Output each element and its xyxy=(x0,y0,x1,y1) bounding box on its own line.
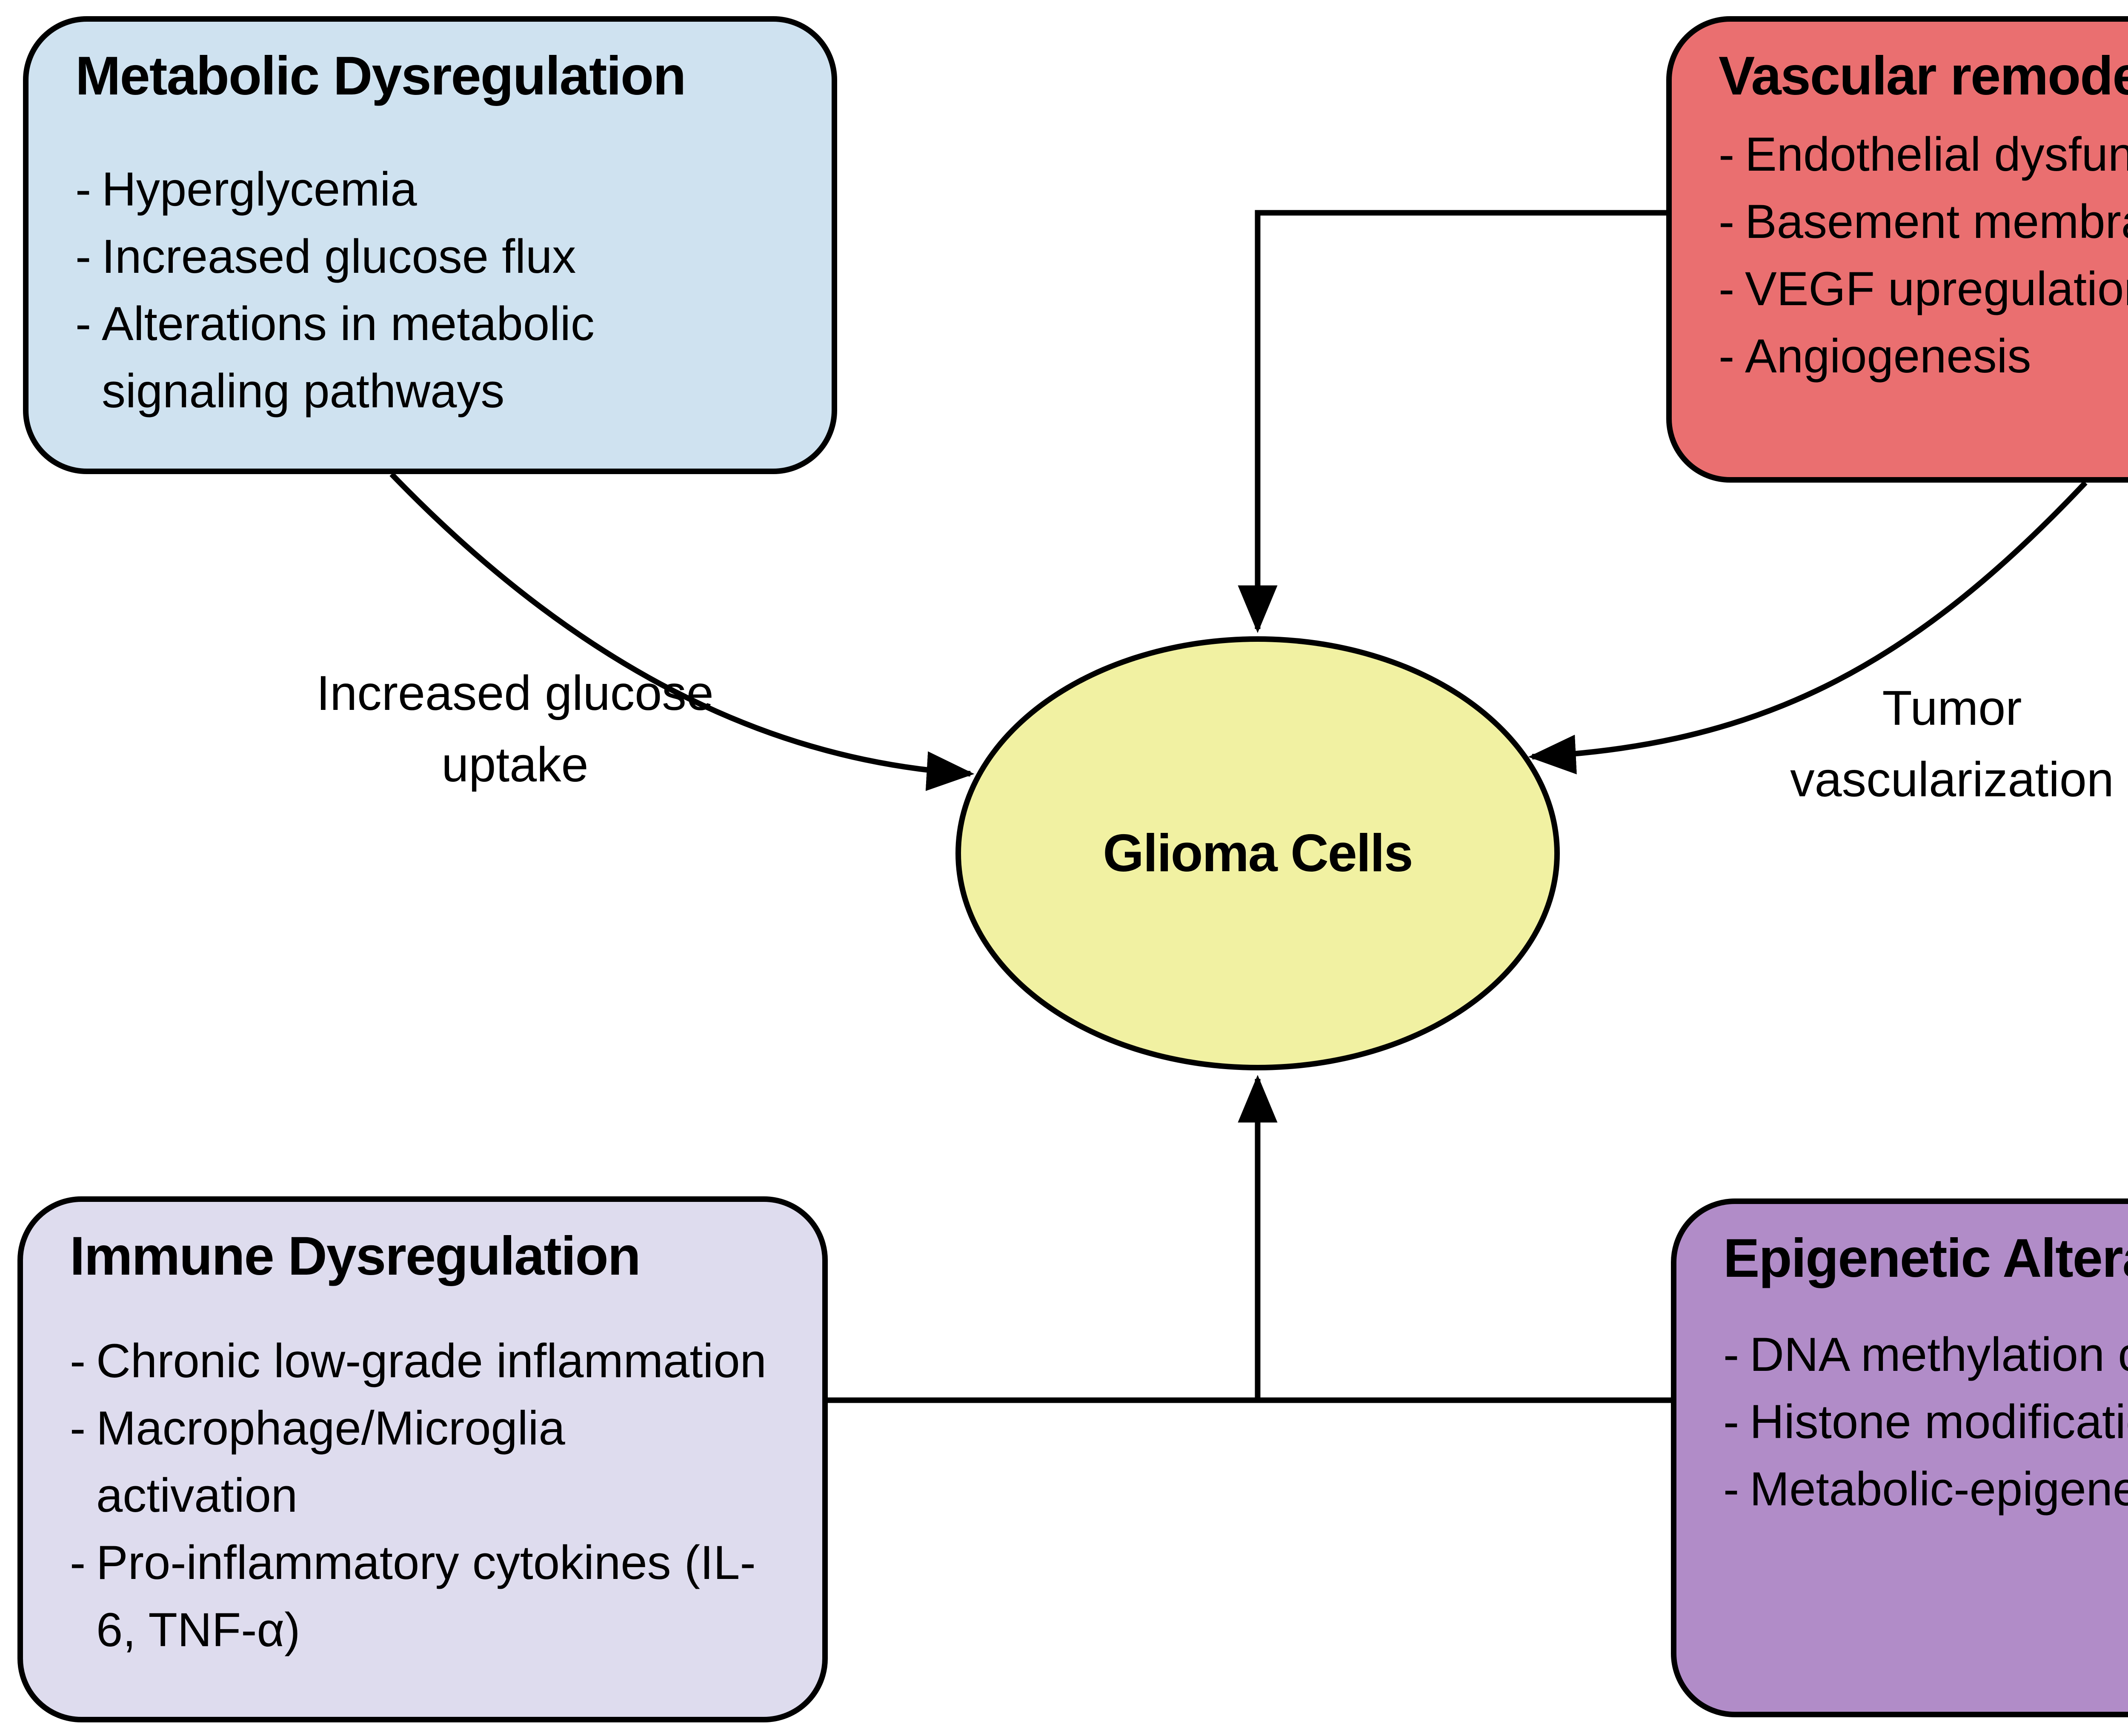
bullet-item: - Increased glucose flux xyxy=(75,223,789,290)
bullet-text: Alterations in metabolic signaling pathw… xyxy=(102,297,595,418)
bullet-dash: - xyxy=(1719,329,1735,383)
box-immune-dysregulation: Immune Dysregulation - Chronic low-grade… xyxy=(17,1196,828,1722)
bullet-item: - Chronic low-grade inflammation xyxy=(70,1327,780,1395)
edge-label-increased-glucose-uptake: Increased glucose uptake xyxy=(316,666,714,792)
box-metabolic-dysregulation: Metabolic Dysregulation - Hyperglycemia … xyxy=(23,16,837,474)
bullet-dash: - xyxy=(1723,1462,1739,1516)
bullet-item: - DNA methylation changes xyxy=(1723,1321,2128,1388)
bullet-list: - Endothelial dysfunction - Basement mem… xyxy=(1719,121,2128,390)
bullet-text: Macrophage/Microglia activation xyxy=(96,1401,565,1522)
box-title: Vascular remodeling xyxy=(1719,46,2128,106)
bullet-dash: - xyxy=(75,297,92,350)
arrow-vascular-to-glioma-top xyxy=(1238,210,1666,633)
glioma-cells-label: Glioma Cells xyxy=(1103,824,1413,883)
box-vascular-remodeling: Vascular remodeling - Endothelial dysfun… xyxy=(1666,16,2128,483)
bullet-list: - Chronic low-grade inflammation - Macro… xyxy=(70,1327,780,1664)
bullet-item: - Macrophage/Microglia activation xyxy=(70,1395,780,1529)
bullet-text: Endothelial dysfunction xyxy=(1745,128,2128,181)
bullet-text: Chronic low-grade inflammation xyxy=(96,1334,767,1387)
bullet-text: DNA methylation changes xyxy=(1750,1328,2128,1381)
bullet-text: Metabolic-epigenetic crosstalk xyxy=(1750,1462,2128,1516)
bullet-item: - Alterations in metabolic signaling pat… xyxy=(75,290,789,425)
bullet-dash: - xyxy=(75,163,92,216)
bullet-text: Hyperglycemia xyxy=(102,163,417,216)
bullet-dash: - xyxy=(1719,262,1735,315)
bullet-text: Basement membrane thickening xyxy=(1745,195,2128,248)
bullet-list: - Hyperglycemia - Increased glucose flux… xyxy=(75,156,789,425)
glioma-cells-node: Glioma Cells xyxy=(955,636,1560,1070)
bullet-dash: - xyxy=(70,1536,86,1589)
bullet-dash: - xyxy=(70,1401,86,1455)
bullet-dash: - xyxy=(1723,1395,1739,1448)
bullet-text: VEGF upregulation xyxy=(1745,262,2128,315)
box-title: Immune Dysregulation xyxy=(70,1226,641,1287)
bullet-text: Angiogenesis xyxy=(1745,329,2031,383)
bullet-item: - Endothelial dysfunction xyxy=(1719,121,2128,188)
box-title: Epigenetic Alterations xyxy=(1723,1228,2128,1289)
bullet-text: Increased glucose flux xyxy=(102,230,576,283)
box-title: Metabolic Dysregulation xyxy=(75,46,686,106)
bullet-dash: - xyxy=(75,230,92,283)
bullet-text: Histone modifications xyxy=(1750,1395,2128,1448)
bullet-text: Pro-inflammatory cytokines (IL-6, TNF-α) xyxy=(96,1536,756,1656)
bullet-list: - DNA methylation changes - Histone modi… xyxy=(1723,1321,2128,1523)
bullet-item: - Basement membrane thickening xyxy=(1719,188,2128,255)
bullet-item: - Metabolic-epigenetic crosstalk xyxy=(1723,1456,2128,1523)
bullet-item: - Angiogenesis xyxy=(1719,323,2128,390)
bullet-dash: - xyxy=(1719,195,1735,248)
box-epigenetic-alterations: Epigenetic Alterations - DNA methylation… xyxy=(1671,1198,2128,1717)
bullet-dash: - xyxy=(1723,1328,1739,1381)
edge-label-tumor-vascularization: Tumor vascularization xyxy=(1790,681,2114,807)
arrow-vascular-to-glioma-curve xyxy=(1528,480,2088,775)
bullet-dash: - xyxy=(1719,128,1735,181)
bullet-item: - Pro-inflammatory cytokines (IL-6, TNF-… xyxy=(70,1529,780,1664)
bullet-dash: - xyxy=(70,1334,86,1387)
bullet-item: - Histone modifications xyxy=(1723,1388,2128,1456)
bullet-item: - VEGF upregulation xyxy=(1719,255,2128,323)
bullet-item: - Hyperglycemia xyxy=(75,156,789,223)
arrow-metabolic-to-glioma xyxy=(389,472,975,791)
